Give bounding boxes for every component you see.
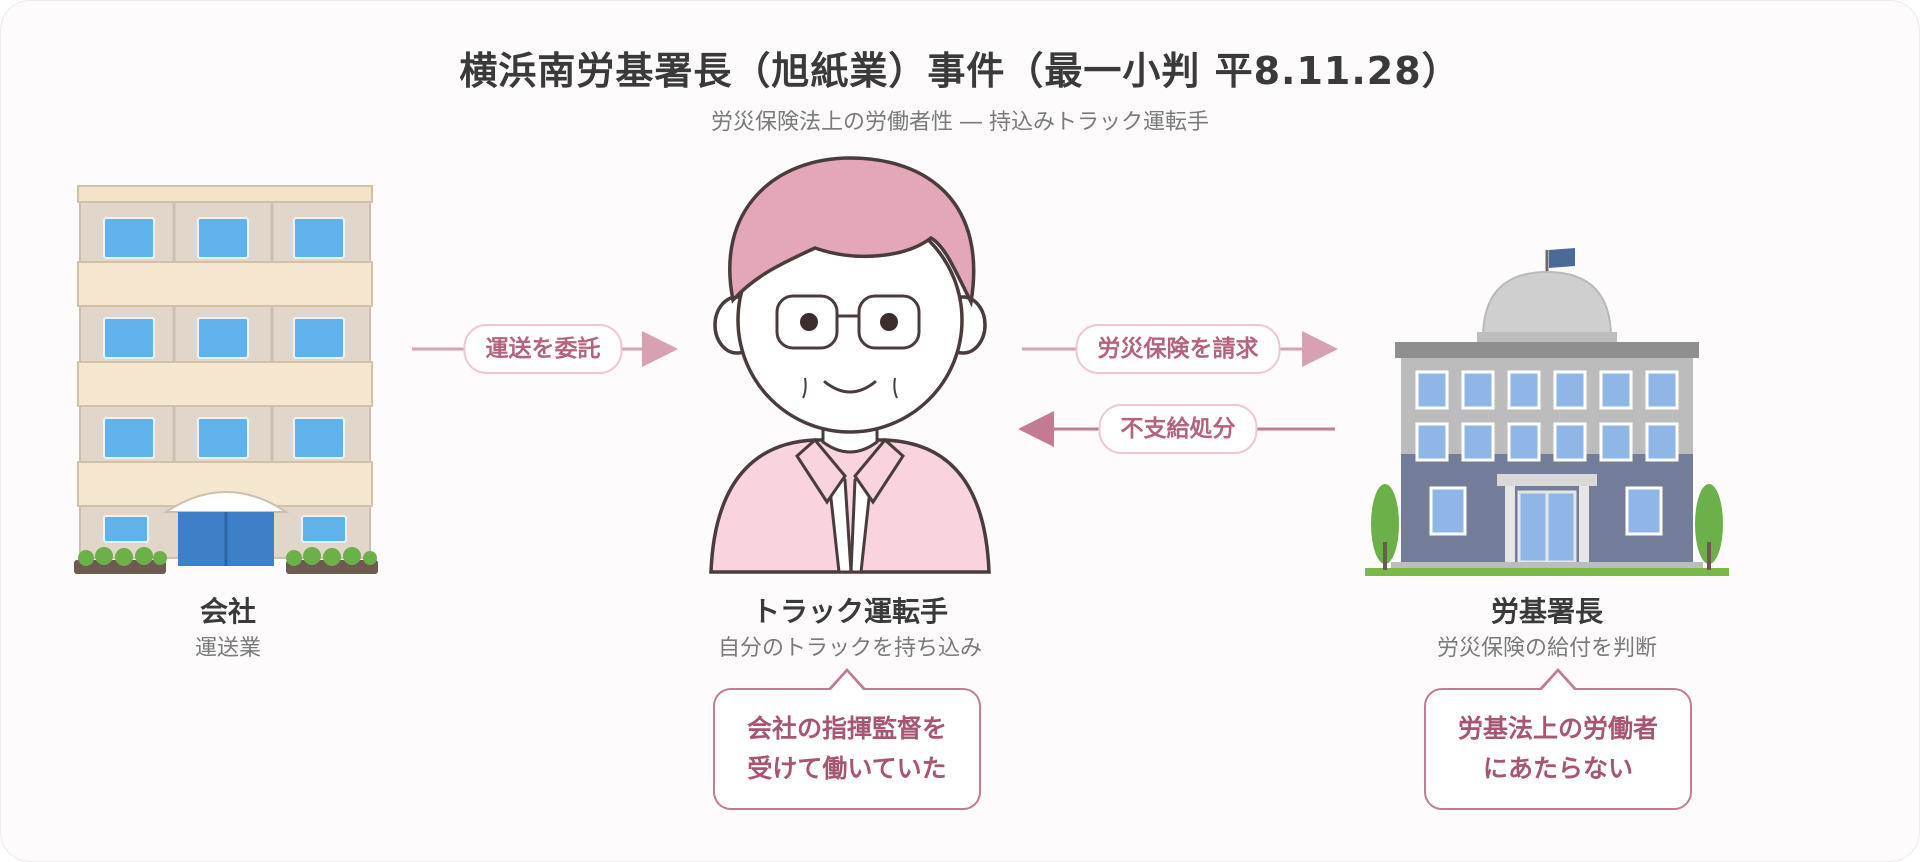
denial-arrowhead <box>1018 411 1054 447</box>
driver-name: トラック運転手 <box>751 595 948 628</box>
truck-driver-person-icon <box>709 156 991 574</box>
page-title: 横浜南労基署長（旭紙業）事件（最一小判 平8.11.28） <box>459 49 1461 93</box>
labor-office-building-icon <box>1365 248 1729 576</box>
company-name: 会社 <box>199 595 256 628</box>
office-sub: 労災保険の給付を判断 <box>1436 636 1657 661</box>
claim-edge-label: 労災保険を請求 <box>1075 324 1281 374</box>
driver-claim-bubble: 会社の指揮監督を受けて働いていた <box>713 668 981 810</box>
denial-edge-label: 不支給処分 <box>1098 404 1258 454</box>
office-name: 労基署長 <box>1490 595 1603 628</box>
entrust-edge-label: 運送を委託 <box>463 324 623 374</box>
claim-arrowhead <box>1302 331 1338 367</box>
entrust-arrowhead <box>642 331 678 367</box>
page-subtitle: 労災保険法上の労働者性 ― 持込みトラック運転手 <box>711 110 1209 135</box>
driver-sub: 自分のトラックを持ち込み <box>717 636 982 661</box>
company-building-icon <box>74 185 378 574</box>
company-sub: 運送業 <box>194 636 261 661</box>
office-judgment-text: 労基法上の労働者にあたらない <box>1457 714 1658 783</box>
office-judgment-bubble: 労基法上の労働者にあたらない <box>1424 668 1692 810</box>
driver-claim-text: 会社の指揮監督を受けて働いていた <box>746 714 947 783</box>
